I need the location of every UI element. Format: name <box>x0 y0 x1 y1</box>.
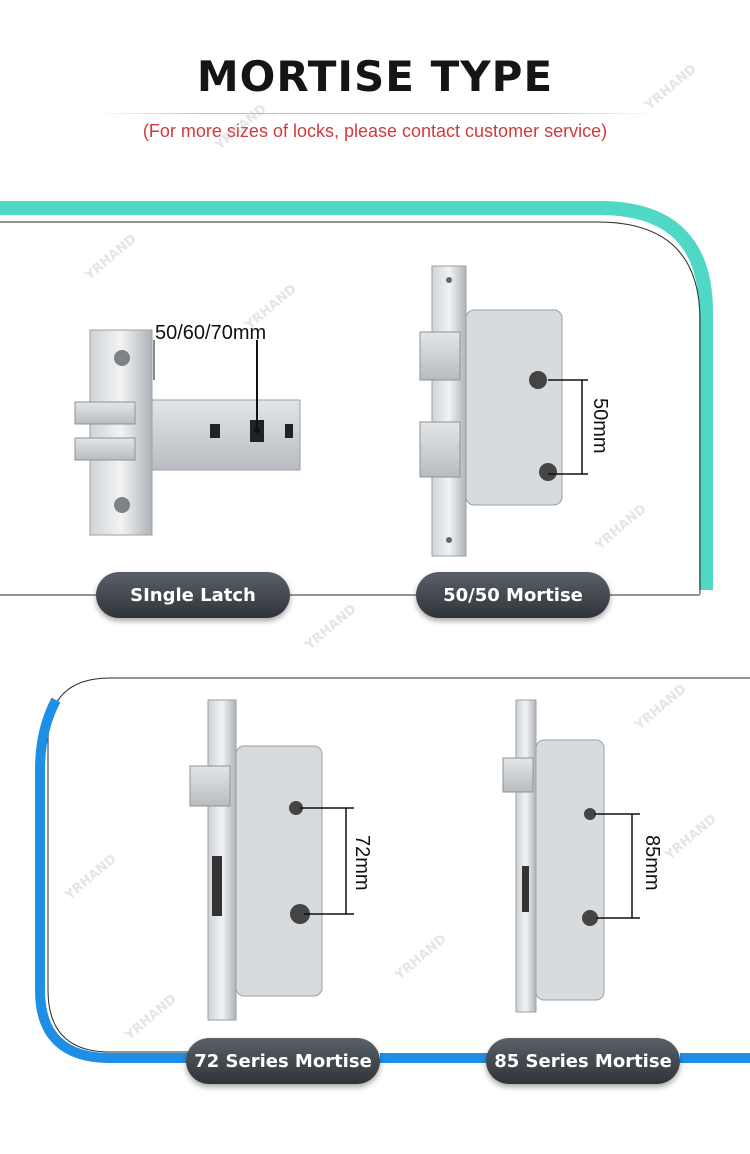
label-single-latch: SIngle Latch <box>96 572 290 618</box>
dimension-label: 50/60/70mm <box>155 322 267 344</box>
top-section-frame <box>0 201 713 596</box>
dimension-label: 85mm <box>641 835 663 891</box>
label-72-series-mortise: 72 Series Mortise <box>186 1038 380 1084</box>
mortise-85-image <box>502 699 640 1013</box>
title-divider <box>95 113 655 114</box>
dimension-label: 50mm <box>589 398 611 454</box>
dimension-label: 72mm <box>351 835 373 891</box>
label-5050-mortise: 50/50 Mortise <box>416 572 610 618</box>
mortise-72-image <box>189 699 354 1021</box>
page-title: MORTISE TYPE <box>196 52 554 101</box>
single-latch-image <box>74 329 301 536</box>
mortise-5050-image <box>419 265 588 557</box>
bottom-section-frame <box>35 677 750 1063</box>
label-85-series-mortise: 85 Series Mortise <box>486 1038 680 1084</box>
page-subtitle: (For more sizes of locks, please contact… <box>142 121 608 141</box>
